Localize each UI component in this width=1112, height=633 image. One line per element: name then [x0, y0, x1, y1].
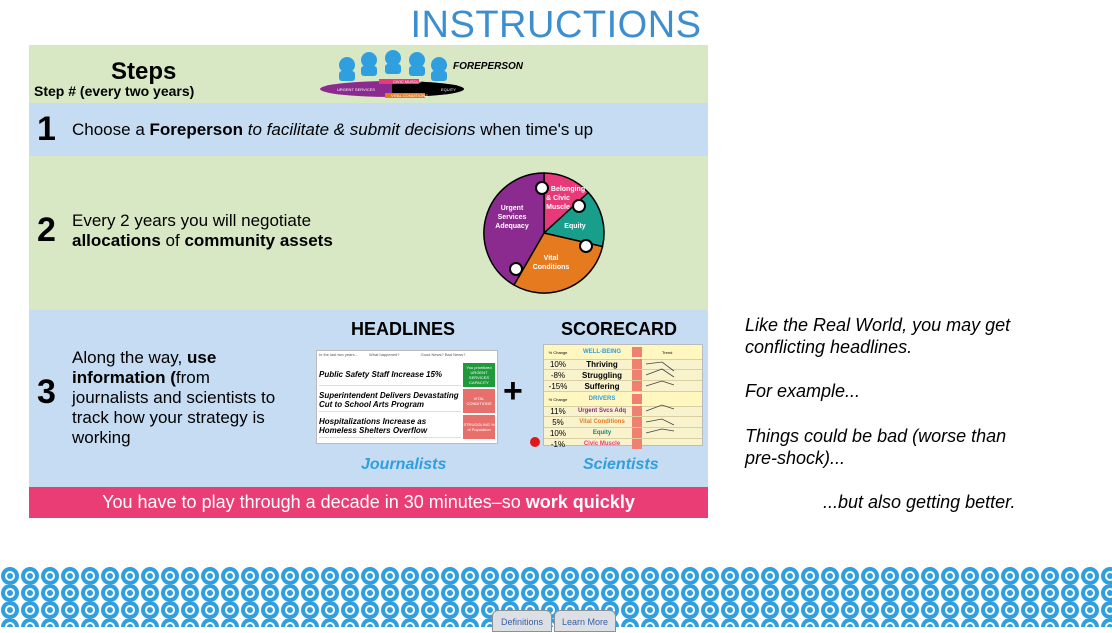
scorecard-wellbeing-header: % Change WELL-BEING Trend: [544, 345, 702, 360]
svg-text:VITAL CONDITIONS: VITAL CONDITIONS: [391, 93, 428, 98]
steps-header: Steps Step # (every two years) URGENT SE…: [29, 45, 708, 103]
pie-label-vital-2: Conditions: [533, 264, 570, 271]
svg-text:CIVIC MUSCLE: CIVIC MUSCLE: [393, 79, 422, 84]
headlines-card: In the last two years... What happened? …: [316, 350, 498, 444]
step-2-number: 2: [37, 211, 56, 249]
alert-dot: [530, 437, 540, 447]
step-1-number: 1: [37, 110, 56, 148]
svg-text:URGENT SERVICES: URGENT SERVICES: [337, 87, 375, 92]
scientists-label: Scientists: [583, 456, 659, 473]
headline-3: Hospitalizations Increase as Homeless Sh…: [319, 415, 461, 438]
headline-3-tag: STRUGGLING % of Population: [463, 415, 495, 439]
step-1-text: Choose a Foreperson to facilitate & subm…: [72, 120, 594, 139]
foreperson-label: FOREPERSON: [453, 61, 524, 72]
pie-label-equity: Equity: [564, 223, 585, 230]
headline-1-tag: You prioritized URGENT SERVICES CAPACITY: [463, 363, 495, 387]
scorecard-row-urgent: 11% Urgent Svcs Adq: [544, 406, 702, 417]
scorecard-card: % Change WELL-BEING Trend 10% Thriving -…: [530, 344, 703, 449]
scorecard-row-struggling: -8% Struggling: [544, 370, 702, 381]
step-3-text: Along the way, use information (from jou…: [72, 348, 276, 447]
side-note-2: For example...: [745, 381, 861, 401]
time-banner: You have to play through a decade in 30 …: [29, 487, 708, 518]
pie-label-urgent-1: Urgent: [501, 205, 524, 212]
headline-2: Superintendent Delivers Devastating Cut …: [319, 389, 461, 412]
scorecard-row-civic: -1% Civic Muscle: [544, 439, 702, 449]
pie-label-urgent-2: Services: [498, 214, 527, 221]
learn-more-tab[interactable]: Learn More: [554, 610, 616, 632]
journalists-label: Journalists: [361, 456, 447, 473]
pie-label-belonging-3: Muscle: [546, 204, 570, 211]
scorecard-row-thriving: 10% Thriving: [544, 359, 702, 370]
svg-text:EQUITY: EQUITY: [441, 87, 456, 92]
scorecard-row-suffering: -15% Suffering: [544, 381, 702, 392]
headline-2-tag: VITAL CONDITIONS: [463, 389, 495, 413]
steps-title: Steps: [111, 58, 177, 85]
pie-label-belonging-2: & Civic: [546, 195, 570, 202]
pie-label-vital-1: Vital: [544, 255, 559, 262]
scorecard-row-equity: 10% Equity: [544, 428, 702, 439]
headline-1: Public Safety Staff Increase 15%: [319, 363, 461, 386]
step-1: 1 Choose a Foreperson to facilitate & su…: [29, 103, 708, 156]
plus-sign: +: [503, 372, 523, 410]
definitions-tab[interactable]: Definitions: [492, 610, 552, 632]
step-3-number: 3: [37, 373, 56, 411]
side-note-4: ...but also getting better.: [823, 492, 1016, 512]
scorecard-drivers-header: % Change DRIVERS: [544, 392, 702, 407]
step-2: 2 Every 2 years you will negotiate alloc…: [29, 156, 708, 310]
pie-label-belonging-1: Belonging: [551, 186, 585, 193]
foreperson-graphic: URGENT SERVICES CIVIC MUSCLE EQUITY VITA…: [320, 50, 464, 98]
step-3: 3 Along the way, use information (from j…: [29, 310, 708, 487]
steps-subtitle: Step # (every two years): [34, 83, 195, 99]
headlines-header: In the last two years... What happened? …: [319, 352, 466, 357]
scorecard-row-vital: 5% Vital Conditions: [544, 417, 702, 428]
trend-lines: [645, 361, 675, 434]
page-title: INSTRUCTIONS: [410, 4, 702, 46]
scorecard-title: SCORECARD: [561, 319, 678, 339]
pie-label-urgent-3: Adequacy: [495, 223, 529, 230]
headlines-title: HEADLINES: [351, 319, 456, 339]
community-assets-pie: Belonging & Civic Muscle Equity Vital Co…: [483, 172, 605, 294]
step-2-text: Every 2 years you will negotiate allocat…: [72, 211, 333, 250]
